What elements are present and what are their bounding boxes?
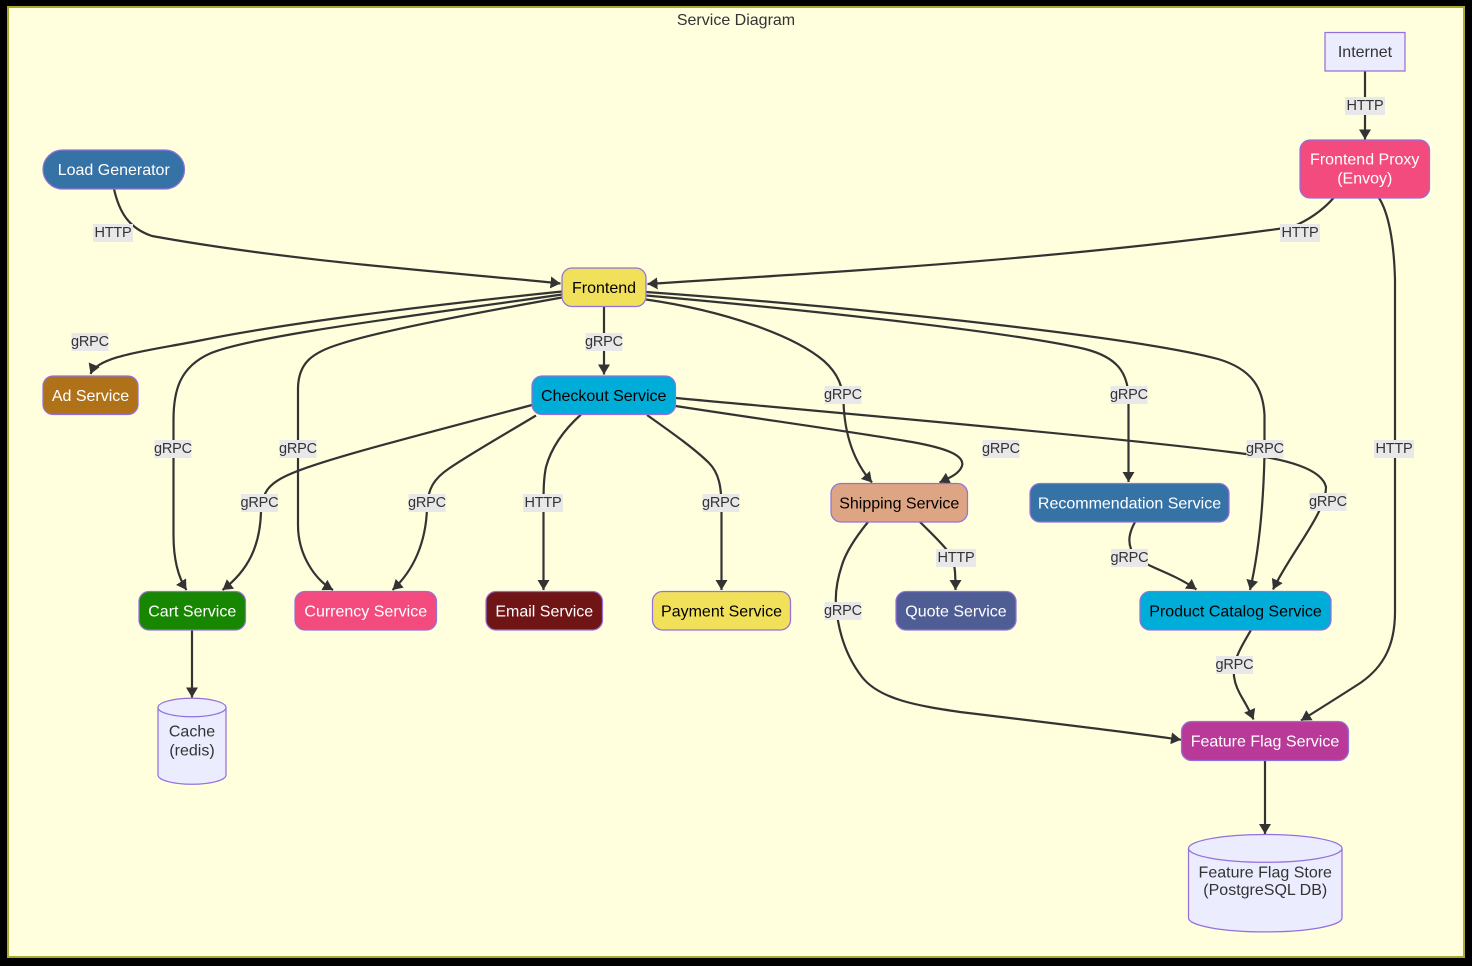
svg-text:Cart Service: Cart Service	[148, 603, 236, 620]
svg-text:(Envoy): (Envoy)	[1337, 170, 1392, 187]
svg-text:(redis): (redis)	[169, 743, 214, 760]
svg-text:Load Generator: Load Generator	[58, 162, 171, 179]
svg-text:HTTP: HTTP	[1375, 441, 1412, 457]
svg-text:gRPC: gRPC	[1111, 550, 1149, 566]
svg-text:HTTP: HTTP	[937, 550, 974, 566]
svg-text:Email Service: Email Service	[495, 603, 593, 620]
svg-text:Shipping Service: Shipping Service	[839, 495, 959, 512]
svg-text:Checkout Service: Checkout Service	[541, 388, 666, 405]
svg-text:Ad Service: Ad Service	[52, 388, 129, 405]
svg-text:Internet: Internet	[1338, 44, 1393, 61]
svg-text:Cache: Cache	[169, 724, 215, 741]
svg-text:Quote Service: Quote Service	[905, 603, 1006, 620]
svg-text:gRPC: gRPC	[408, 495, 446, 511]
svg-text:gRPC: gRPC	[1309, 494, 1347, 510]
svg-text:Service Diagram: Service Diagram	[677, 12, 795, 29]
svg-text:gRPC: gRPC	[1216, 657, 1254, 673]
svg-text:HTTP: HTTP	[1281, 225, 1318, 241]
svg-text:(PostgreSQL DB): (PostgreSQL DB)	[1203, 882, 1327, 899]
svg-text:HTTP: HTTP	[1346, 98, 1383, 114]
svg-text:Frontend Proxy: Frontend Proxy	[1310, 151, 1419, 168]
svg-text:gRPC: gRPC	[241, 495, 279, 511]
svg-text:Product Catalog Service: Product Catalog Service	[1149, 603, 1322, 620]
svg-text:Feature Flag Store: Feature Flag Store	[1199, 865, 1333, 882]
svg-text:Frontend: Frontend	[572, 280, 636, 297]
svg-text:gRPC: gRPC	[1246, 441, 1284, 457]
svg-text:gRPC: gRPC	[71, 334, 109, 350]
svg-text:Feature Flag Service: Feature Flag Service	[1191, 734, 1340, 751]
svg-text:gRPC: gRPC	[982, 441, 1020, 457]
svg-text:gRPC: gRPC	[1110, 387, 1148, 403]
svg-text:Payment Service: Payment Service	[661, 603, 782, 620]
svg-text:gRPC: gRPC	[824, 603, 862, 619]
svg-text:gRPC: gRPC	[585, 334, 623, 350]
svg-text:Recommendation Service: Recommendation Service	[1038, 495, 1221, 512]
svg-text:gRPC: gRPC	[279, 441, 317, 457]
svg-text:Currency Service: Currency Service	[304, 603, 427, 620]
svg-text:gRPC: gRPC	[702, 495, 740, 511]
svg-text:gRPC: gRPC	[824, 387, 862, 403]
svg-text:HTTP: HTTP	[524, 495, 561, 511]
svg-text:HTTP: HTTP	[94, 225, 131, 241]
svg-text:gRPC: gRPC	[154, 441, 192, 457]
